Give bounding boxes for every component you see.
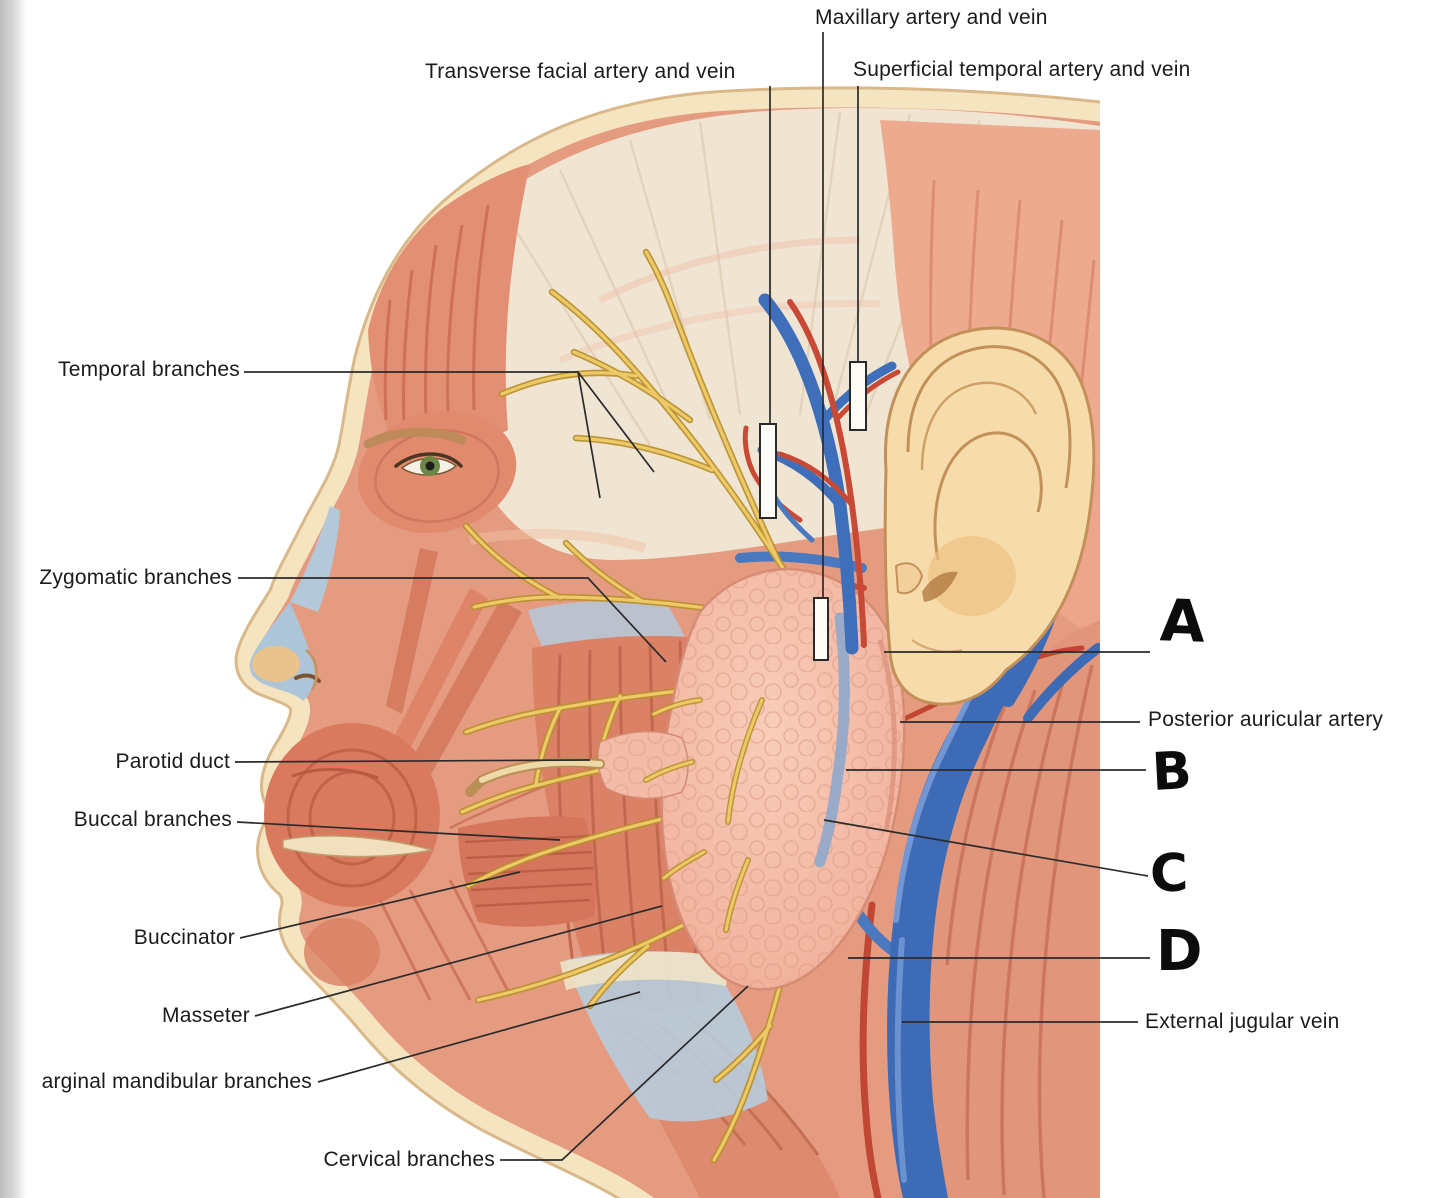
pointer-markers: [759, 361, 867, 661]
helix: [906, 345, 1072, 489]
leader-letter-c: [823, 819, 1149, 877]
label-external-jugular: External jugular vein: [1145, 1010, 1340, 1033]
label-cervical-branches: Cervical branches: [323, 1148, 495, 1171]
earlobe-crease: [911, 639, 963, 653]
marker-superficial-temporal: [849, 361, 867, 431]
nose: [249, 506, 340, 701]
leader-marginal-mandibular: [317, 991, 641, 1083]
leader-parotid-duct: [234, 759, 591, 763]
mouth-region: [264, 723, 440, 986]
label-zygomatic-branches: Zygomatic branches: [39, 566, 232, 589]
ear-canal: [922, 571, 958, 602]
eye-region: [357, 410, 517, 534]
label-superficial-temporal: Superficial temporal artery and vein: [853, 58, 1191, 81]
eyebrow: [363, 427, 467, 449]
label-buccal-branches: Buccal branches: [73, 808, 232, 831]
label-transverse-facial: Transverse facial artery and vein: [425, 60, 736, 83]
leader-zygomatic-branches: [238, 577, 667, 663]
concha: [928, 536, 1016, 616]
page-edge-shadow: [0, 0, 26, 1198]
label-temporal-branches: Temporal branches: [58, 358, 240, 381]
leader-buccal-branches: [236, 821, 561, 841]
leader-buccinator: [239, 871, 521, 939]
label-marginal-mandibular: arginal mandibular branches: [41, 1070, 312, 1093]
ear: [883, 326, 1096, 706]
marker-maxillary: [813, 597, 829, 661]
chin-muscle: [304, 918, 380, 986]
neck-muscles-back: [906, 620, 1100, 1198]
handwritten-letter-b: B: [1150, 741, 1194, 803]
mouth-slit: [282, 835, 433, 858]
marker-transverse-facial: [759, 423, 777, 519]
handwritten-letter-c: C: [1148, 843, 1190, 905]
nostril: [294, 673, 321, 683]
superficial-temporal-vessels: [757, 293, 901, 655]
label-parotid-duct: Parotid duct: [115, 750, 230, 773]
label-masseter: Masseter: [162, 1004, 250, 1027]
label-buccinator: Buccinator: [133, 926, 235, 949]
buccinator-muscle: [458, 816, 596, 927]
handwritten-letter-a: A: [1158, 586, 1207, 656]
tragus: [894, 562, 924, 595]
leader-cervical-branches: [500, 985, 749, 1161]
leader-lines: [234, 32, 1150, 1161]
label-posterior-auricular: Posterior auricular artery: [1148, 708, 1384, 731]
retromandibular-vein: [814, 612, 850, 868]
antihelix: [933, 431, 1043, 561]
zygomaticus-muscles: [382, 528, 647, 856]
frontalis-muscle: [368, 164, 530, 454]
label-maxillary: Maxillary artery and vein: [815, 6, 1048, 29]
leader-masseter: [254, 905, 663, 1017]
handwritten-letter-d: D: [1156, 919, 1203, 984]
leader-temporal-branches: [244, 371, 655, 499]
